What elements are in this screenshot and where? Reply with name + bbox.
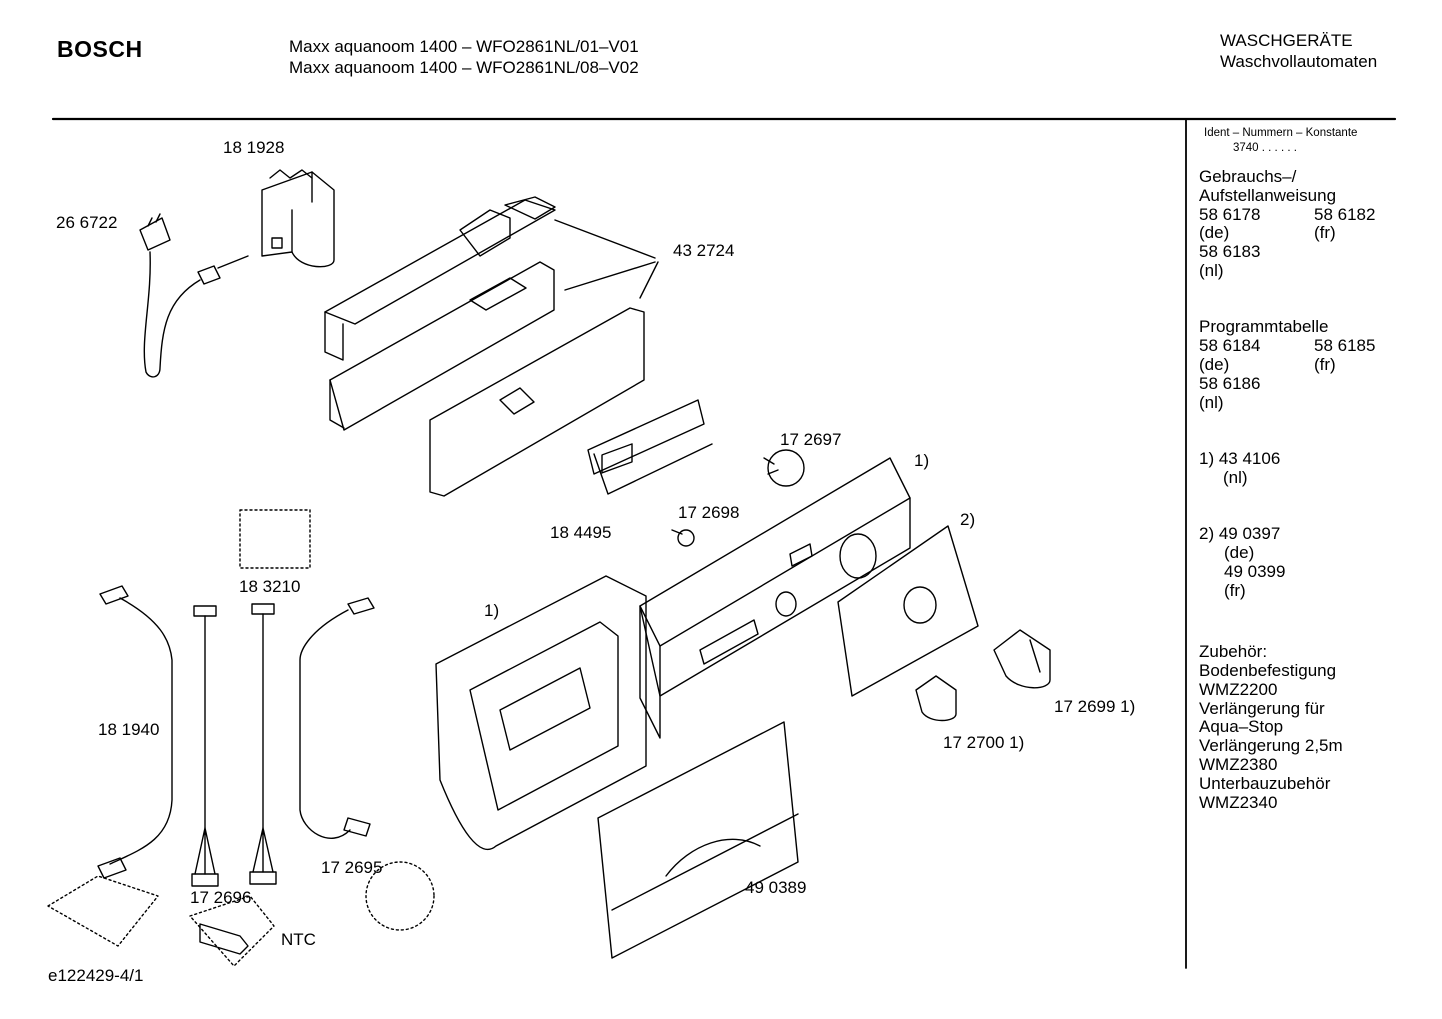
display-board-illustration bbox=[587, 399, 713, 495]
gebrauch-number: 58 6182 bbox=[1314, 205, 1376, 224]
zubehoer-line: Verlängerung 2,5m bbox=[1199, 736, 1343, 755]
note1-lang: (nl) bbox=[1223, 468, 1248, 487]
zubehoer-line: Unterbauzubehör bbox=[1199, 774, 1331, 793]
drawer-housing-illustration bbox=[435, 575, 647, 851]
zubehoer-line: Verlängerung für bbox=[1199, 699, 1325, 718]
programm-lang: (de) bbox=[1199, 355, 1230, 374]
footnote-marker: 1) bbox=[484, 601, 500, 620]
category-title: WASCHGERÄTE bbox=[1220, 31, 1353, 50]
note2-number: 2) 49 0397 bbox=[1199, 524, 1281, 543]
part-label: 49 0389 bbox=[745, 878, 807, 897]
footnote-marker: 2) bbox=[960, 510, 976, 529]
panel-overlay-illustration bbox=[837, 525, 979, 697]
footnote-marker: 1) bbox=[914, 451, 930, 470]
part-label: 18 1928 bbox=[223, 138, 285, 157]
model-line-2: Maxx aquanoom 1400 – WFO2861NL/08–V02 bbox=[289, 58, 639, 77]
gebrauch-number: 58 6183 bbox=[1199, 242, 1261, 261]
programm-number: 58 6185 bbox=[1314, 336, 1376, 355]
note2-number-2: 49 0399 bbox=[1224, 562, 1286, 581]
note2-lang-2: (fr) bbox=[1224, 581, 1246, 600]
zubehoer-line: WMZ2380 bbox=[1199, 755, 1278, 774]
gebrauch-title-2: Aufstellanweisung bbox=[1199, 186, 1337, 205]
zubehoer-line: WMZ2340 bbox=[1199, 793, 1278, 812]
part-label: NTC bbox=[281, 930, 316, 949]
part-label: 18 1940 bbox=[98, 720, 160, 739]
programm-number: 58 6184 bbox=[1199, 336, 1261, 355]
brand-logo: BOSCH bbox=[57, 36, 143, 62]
part-label: 18 3210 bbox=[239, 577, 301, 596]
optional-parts-illustration bbox=[47, 509, 435, 967]
ident-title: Ident – Nummern – Konstante bbox=[1204, 127, 1358, 139]
part-label: 17 2698 bbox=[678, 503, 740, 522]
programm-title: Programmtabelle bbox=[1199, 317, 1329, 336]
drawing-code: e122429-4/1 bbox=[48, 966, 144, 985]
power-cord-illustration bbox=[139, 213, 249, 378]
note1-number: 1) 43 4106 bbox=[1199, 449, 1281, 468]
programm-lang: (nl) bbox=[1199, 393, 1224, 412]
ntc-sensor-illustration bbox=[199, 923, 249, 955]
control-panel-illustration bbox=[639, 457, 911, 739]
part-label: 17 2697 bbox=[780, 430, 842, 449]
gebrauch-number: 58 6178 bbox=[1199, 205, 1261, 224]
part-label: 17 2695 bbox=[321, 858, 383, 877]
gebrauch-title-1: Gebrauchs–/ bbox=[1199, 167, 1297, 186]
drawer-front-illustration bbox=[597, 721, 799, 959]
gebrauch-lang: (nl) bbox=[1199, 261, 1224, 280]
part-label: 18 4495 bbox=[550, 523, 612, 542]
programm-number: 58 6186 bbox=[1199, 374, 1261, 393]
selector-knob-illustration bbox=[763, 449, 805, 487]
button-illustration bbox=[671, 529, 695, 547]
part-label: 17 2699 1) bbox=[1054, 697, 1136, 716]
zubehoer-line: WMZ2200 bbox=[1199, 680, 1278, 699]
zubehoer-line: Bodenbefestigung bbox=[1199, 661, 1337, 680]
control-module-illustration bbox=[324, 196, 645, 497]
part-label: 43 2724 bbox=[673, 241, 735, 260]
model-line-1: Maxx aquanoom 1400 – WFO2861NL/01–V01 bbox=[289, 37, 639, 56]
part-label: 17 2696 bbox=[190, 888, 252, 907]
part-label: 26 6722 bbox=[56, 213, 118, 232]
category-subtitle: Waschvollautomaten bbox=[1220, 52, 1378, 71]
programm-lang: (fr) bbox=[1314, 355, 1336, 374]
note2-lang: (de) bbox=[1224, 543, 1255, 562]
ident-value: 3740 . . . . . . bbox=[1233, 142, 1297, 154]
zubehoer-line: Zubehör: bbox=[1199, 642, 1268, 661]
gebrauch-lang: (fr) bbox=[1314, 223, 1336, 242]
gebrauch-lang: (de) bbox=[1199, 223, 1230, 242]
temperature-knob-illustration bbox=[915, 675, 957, 722]
interference-filter-illustration bbox=[261, 169, 335, 268]
wiring-harness-illustration bbox=[97, 585, 375, 887]
part-label: 17 2700 1) bbox=[943, 733, 1025, 752]
zubehoer-line: Aqua–Stop bbox=[1199, 717, 1284, 736]
program-knob-illustration bbox=[993, 629, 1051, 689]
